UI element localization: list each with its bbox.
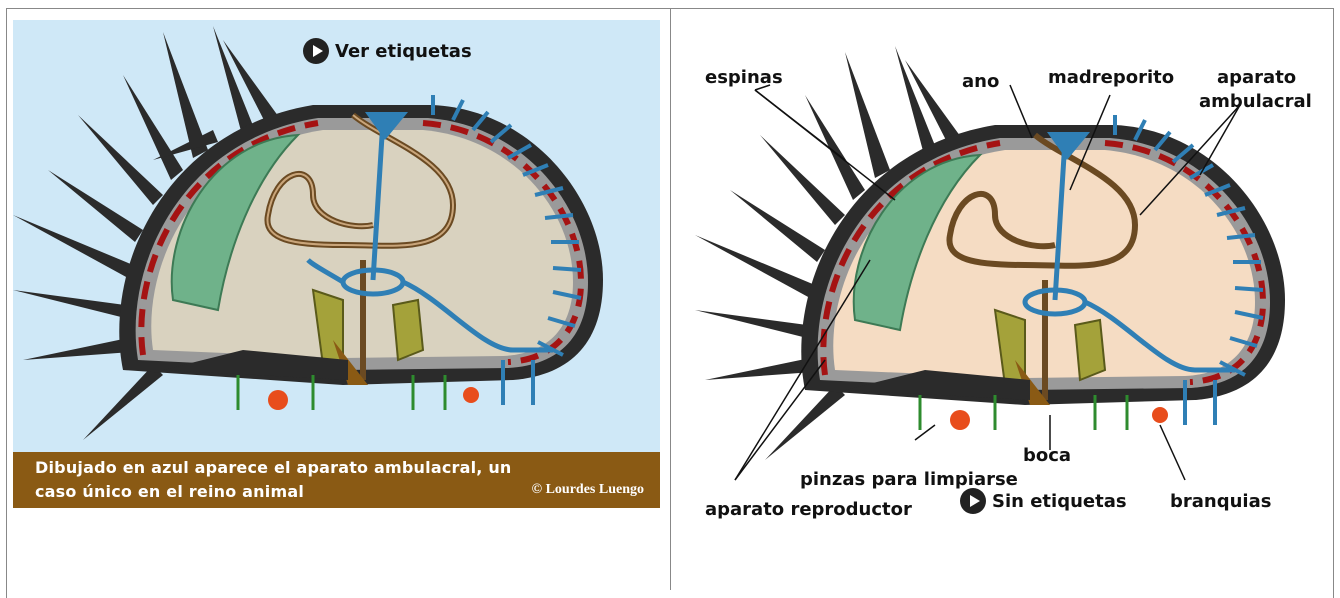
label-aparato-ambulacral-2: ambulacral bbox=[1199, 92, 1312, 112]
credit: © Lourdes Luengo bbox=[532, 482, 644, 498]
caption-line-1: Dibujado en azul aparece el aparato ambu… bbox=[35, 458, 512, 477]
right-illustration-panel: espinas ano madreporito aparato ambulacr… bbox=[680, 10, 1334, 590]
caption-bar: Dibujado en azul aparece el aparato ambu… bbox=[13, 452, 660, 508]
left-illustration-panel: Ver etiquetas Dibujado en azul aparece e… bbox=[13, 20, 660, 508]
play-icon bbox=[960, 488, 986, 514]
label-branquias: branquias bbox=[1170, 492, 1271, 512]
label-pinzas: pinzas para limpiarse bbox=[800, 470, 1018, 490]
caption-line-2: caso único en el reino animal bbox=[35, 482, 304, 501]
label-madreporito: madreporito bbox=[1048, 68, 1174, 88]
label-aparato-reproductor: aparato reproductor bbox=[705, 500, 912, 520]
sea-urchin-diagram-blue bbox=[13, 20, 660, 452]
label-aparato-ambulacral-1: aparato bbox=[1217, 68, 1296, 88]
label-ano: ano bbox=[962, 72, 999, 92]
column-divider bbox=[670, 8, 671, 590]
play-icon bbox=[303, 38, 329, 64]
sin-etiquetas-label: Sin etiquetas bbox=[992, 491, 1127, 512]
ver-etiquetas-button[interactable]: Ver etiquetas bbox=[303, 38, 472, 64]
ver-etiquetas-label: Ver etiquetas bbox=[335, 41, 472, 62]
sin-etiquetas-button[interactable]: Sin etiquetas bbox=[960, 488, 1127, 514]
label-boca: boca bbox=[1023, 446, 1071, 466]
label-espinas: espinas bbox=[705, 68, 783, 88]
